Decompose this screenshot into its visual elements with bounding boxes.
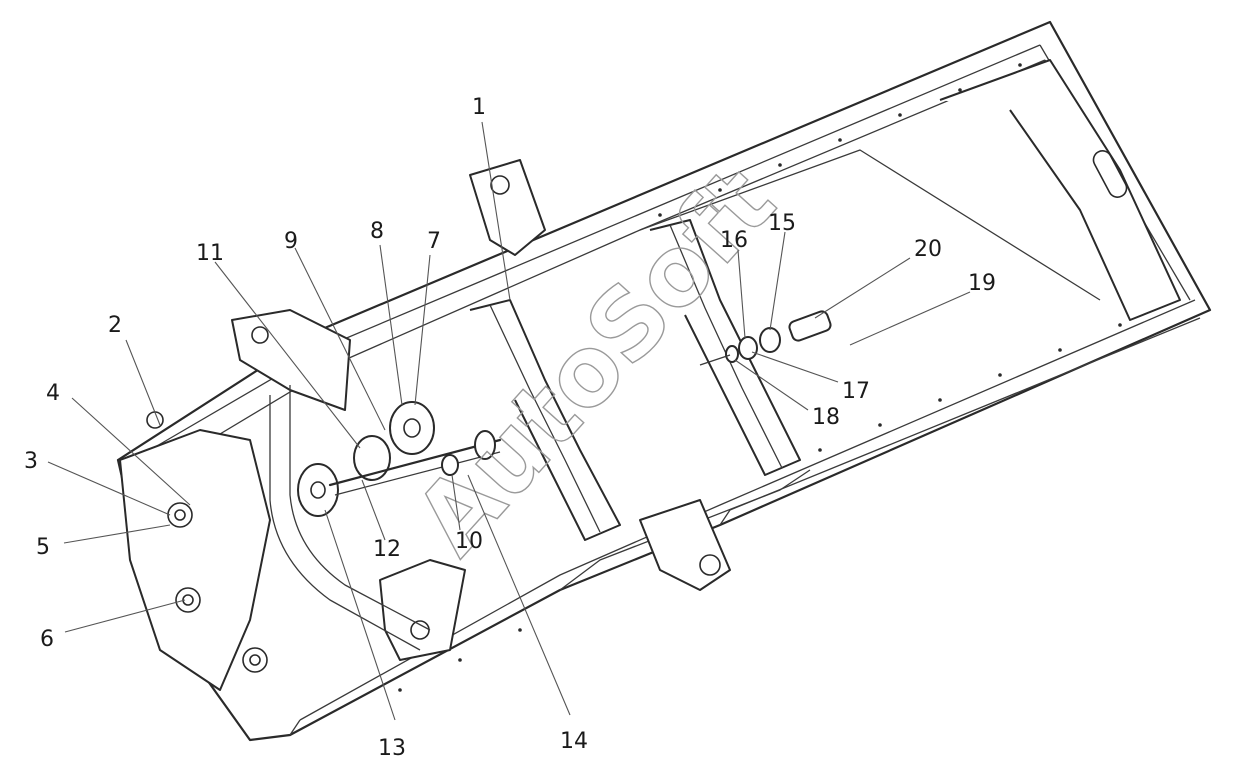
callout-16: 16 — [720, 228, 748, 253]
rivet-pattern — [398, 63, 1122, 692]
leader-lines — [47, 121, 971, 721]
callout-3: 3 — [24, 449, 38, 474]
callout-11: 11 — [196, 241, 224, 266]
bracket-bottom — [639, 499, 731, 591]
cross-member-middle — [649, 219, 801, 476]
cross-member-rear — [939, 59, 1181, 321]
callout-7: 7 — [427, 229, 441, 254]
shaft-assembly — [297, 401, 502, 517]
callout-15: 15 — [768, 211, 796, 236]
callout-8: 8 — [370, 219, 384, 244]
callout-9: 9 — [284, 229, 298, 254]
callout-2: 2 — [108, 313, 122, 338]
cross-member-front — [469, 299, 621, 541]
callout-4: 4 — [46, 381, 60, 406]
callout-5: 5 — [36, 535, 50, 560]
callout-12: 12 — [373, 537, 401, 562]
callout-6: 6 — [40, 627, 54, 652]
pin-assembly — [699, 310, 832, 366]
callout-labels: 1 2 3 4 5 6 7 8 9 10 11 12 13 14 15 16 1… — [24, 95, 996, 761]
callout-13: 13 — [378, 736, 406, 761]
inner-hoop — [269, 385, 431, 651]
callout-18: 18 — [812, 405, 840, 430]
callout-1: 1 — [472, 95, 486, 120]
callout-10: 10 — [455, 529, 483, 554]
callout-20: 20 — [914, 237, 942, 262]
bracket-top-left — [469, 159, 546, 256]
callout-14: 14 — [560, 729, 588, 754]
front-pivot-plate — [119, 411, 271, 691]
callout-19: 19 — [968, 271, 996, 296]
callout-17: 17 — [842, 379, 870, 404]
